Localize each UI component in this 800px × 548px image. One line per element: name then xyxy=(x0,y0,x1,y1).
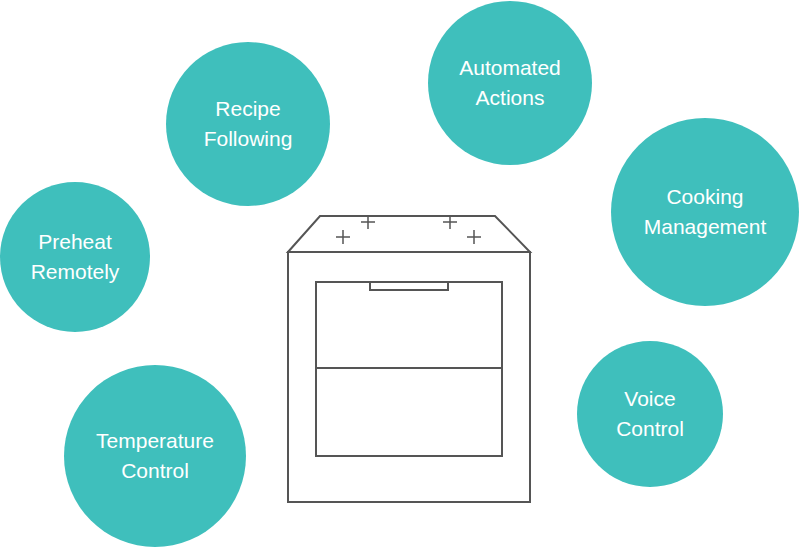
stove-outline xyxy=(288,215,530,502)
feature-circle: Automated Actions xyxy=(428,1,592,165)
feature-circle: Cooking Management xyxy=(611,118,799,306)
feature-label: Temperature Control xyxy=(89,426,220,486)
feature-label: Recipe Following xyxy=(189,94,307,154)
feature-label: Cooking Management xyxy=(637,182,772,242)
feature-label: Automated Actions xyxy=(451,53,569,113)
feature-circle: Voice Control xyxy=(577,341,723,487)
feature-label: Voice Control xyxy=(597,384,702,444)
feature-circle: Preheat Remotely xyxy=(0,182,150,332)
feature-circle: Temperature Control xyxy=(64,365,246,547)
feature-label: Preheat Remotely xyxy=(21,227,129,287)
feature-circle: Recipe Following xyxy=(166,42,330,206)
